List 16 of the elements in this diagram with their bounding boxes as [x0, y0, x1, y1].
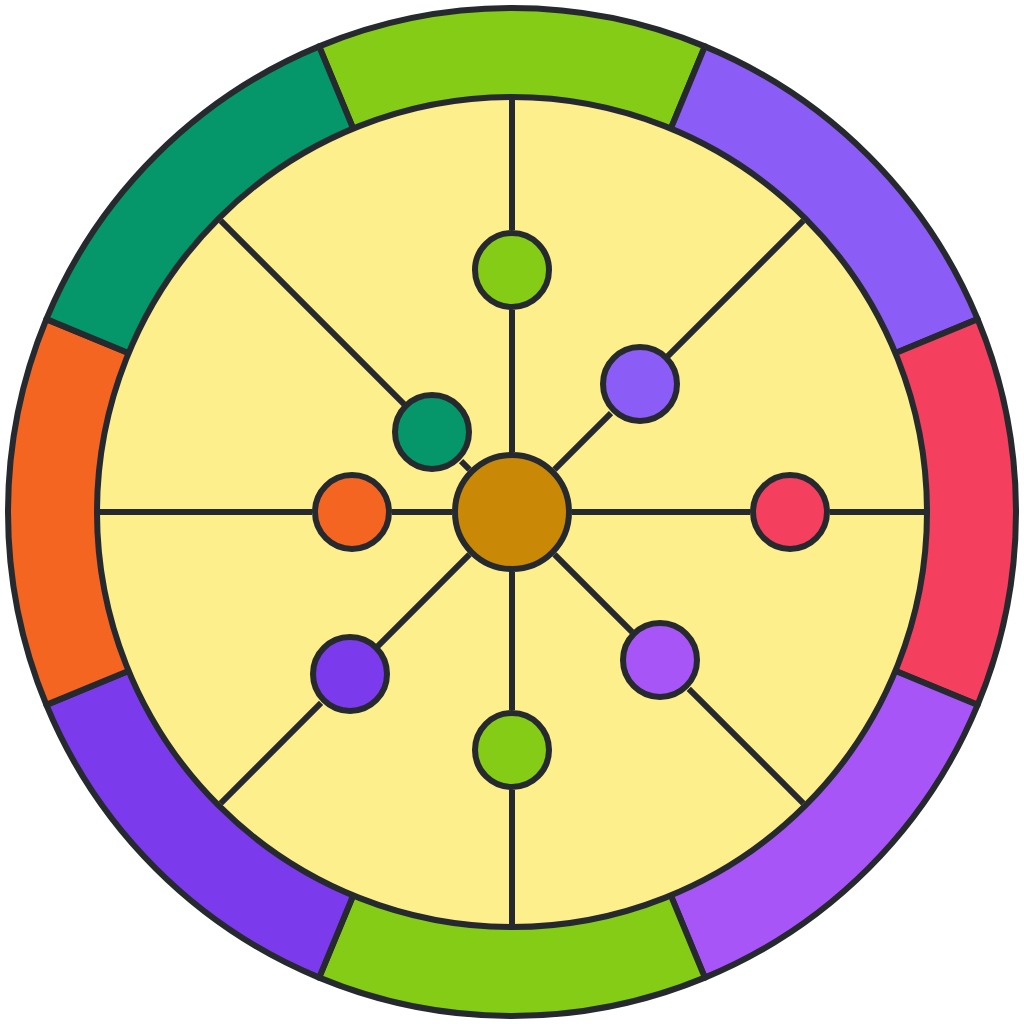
- spoke-line: [392, 509, 452, 515]
- spoke-line: [552, 552, 635, 635]
- spoke-line: [100, 509, 312, 515]
- spoke-line: [572, 509, 750, 515]
- spoke-line: [218, 700, 324, 806]
- spoke-line: [509, 790, 515, 924]
- spoke-line: [686, 686, 806, 806]
- spoke-line: [509, 100, 515, 230]
- spoke-line: [509, 310, 515, 452]
- spoke-line: [830, 509, 924, 515]
- spoke-line: [552, 410, 614, 472]
- spoke-line: [509, 572, 515, 710]
- spoke-line: [665, 218, 806, 359]
- spoke-line: [218, 218, 407, 407]
- spoke-line: [375, 552, 472, 649]
- spoke-line: [458, 458, 472, 472]
